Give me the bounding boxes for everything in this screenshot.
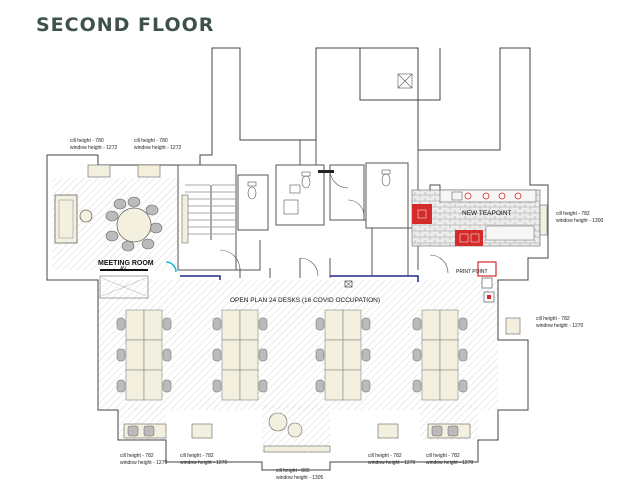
meeting-room-label: MEETING ROOM	[98, 260, 154, 267]
desk-cluster-4	[412, 309, 468, 401]
teapoint-label: NEW TEAPOINT	[462, 210, 511, 217]
wc-fixtures	[247, 73, 413, 215]
core-walls	[177, 140, 449, 278]
note-window: window height - 1272	[70, 145, 117, 151]
note-cill: cill height - 782	[120, 453, 154, 459]
meeting-room: AV MEETING ROOM	[54, 194, 189, 299]
lounge-chairs	[263, 412, 331, 453]
teapoint: NEW TEAPOINT PRINT POINT	[411, 189, 541, 303]
note-cill: cill height - 782	[180, 453, 214, 459]
desk-cluster-3	[315, 309, 371, 401]
note-window: window height - 1270	[536, 323, 583, 329]
window-notes: cill height - 780 window height - 1272 c…	[70, 138, 603, 481]
open-plan-label: OPEN PLAN 24 DESKS (16 COVID OCCUPATION)	[230, 297, 380, 304]
note-cill: cill height - 782	[536, 316, 570, 322]
page-title: SECOND FLOOR	[36, 14, 215, 36]
stairs	[185, 184, 235, 240]
note-window: window height - 1270	[180, 460, 227, 466]
note-cill: cill height - 782	[556, 211, 590, 217]
corridor-lines	[165, 170, 441, 288]
svg-text:AV: AV	[120, 266, 127, 272]
note-window: window height - 1270	[368, 460, 415, 466]
note-cill: cill height - 780	[134, 138, 168, 144]
building-outline	[46, 47, 549, 471]
desk-cluster-2	[212, 309, 268, 401]
note-cill: cill height - 780	[70, 138, 104, 144]
note-cill: cill height - 782	[426, 453, 460, 459]
note-cill: cill height - 806	[276, 468, 310, 474]
desk-clusters	[116, 309, 468, 401]
desk-cluster-1	[116, 309, 172, 401]
meeting-table	[105, 196, 163, 252]
note-cill: cill height - 782	[368, 453, 402, 459]
print-point-label: PRINT POINT	[456, 269, 488, 275]
note-window: window height - 1305	[276, 475, 323, 481]
note-window: window height - 1300	[556, 218, 603, 224]
note-window: window height - 1270	[120, 460, 167, 466]
note-window: window height - 1272	[134, 145, 181, 151]
radiators	[127, 425, 459, 437]
note-window: window height - 1270	[426, 460, 473, 466]
